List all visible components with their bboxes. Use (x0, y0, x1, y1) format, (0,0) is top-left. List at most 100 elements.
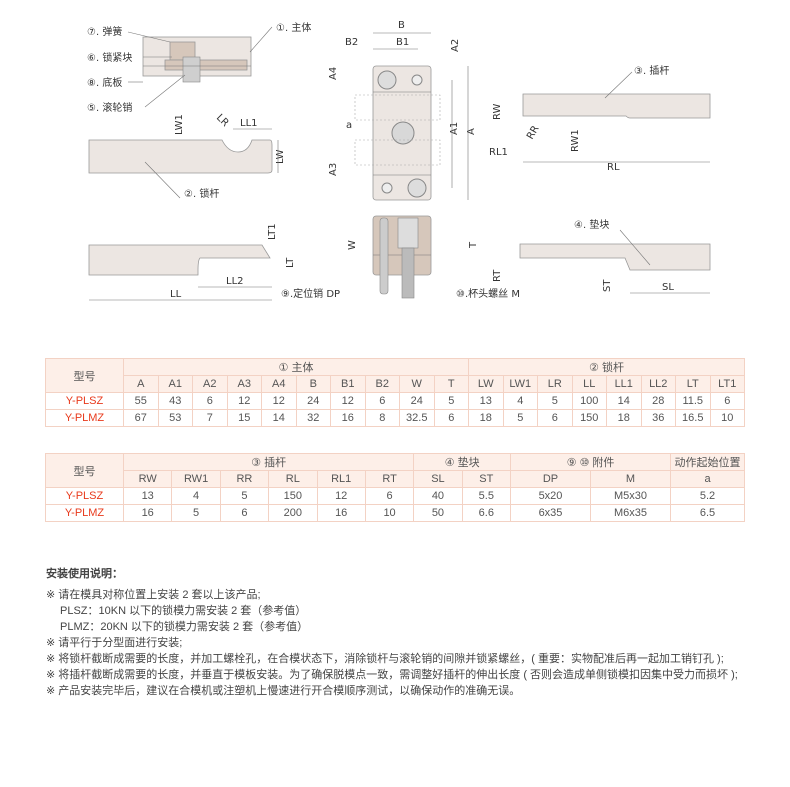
note-line: PLSZ：10KN 以下的锁模力需安装 2 套（参考值） (60, 605, 307, 617)
value-cell: 12 (330, 392, 366, 410)
group-header: ④ 垫块 (413, 453, 511, 471)
column-header: LT (675, 375, 711, 393)
value-cell: 200 (268, 504, 318, 522)
value-cell: 10 (364, 504, 415, 522)
dim-lt: LT (285, 257, 296, 268)
note-line: ※ 请平行于分型面进行安装; (46, 637, 183, 649)
column-header: B2 (364, 375, 400, 393)
value-cell: 5 (171, 504, 221, 522)
dim-lw: LW (275, 149, 286, 164)
value-cell: 6 (433, 409, 469, 427)
column-header: B1 (330, 375, 366, 393)
value-cell: 16 (330, 409, 366, 427)
dim-ll1: LL1 (240, 118, 258, 129)
value-cell: 32.5 (399, 409, 435, 427)
column-header: ST (461, 470, 512, 488)
column-header: A2 (192, 375, 228, 393)
label-spring: ⑦. 弹簧 (87, 25, 122, 38)
value-cell: 6x35 (510, 504, 591, 522)
value-cell: 4 (502, 392, 538, 410)
value-cell: 12 (316, 487, 366, 505)
note-line: ※ 将锁杆截断成需要的长度，并加工螺栓孔，在合模状态下，消除锁杆与滚轮销的间隙并… (46, 653, 724, 665)
column-header: SL (413, 470, 463, 488)
dim-lt1: LT1 (267, 223, 278, 240)
value-cell: 150 (571, 409, 607, 427)
group-header: ② 锁杆 (468, 358, 745, 376)
column-header: DP (510, 470, 591, 488)
value-cell: 12 (226, 392, 262, 410)
value-cell: 11.5 (675, 392, 711, 410)
value-cell: 5 (502, 409, 538, 427)
label-roller: ⑤. 滚轮销 (87, 101, 132, 114)
column-header: RW (122, 470, 173, 488)
dim-a: a (346, 120, 352, 131)
dim-a4: A4 (328, 67, 339, 80)
dim-b2: B2 (345, 37, 358, 48)
column-header: RT (364, 470, 415, 488)
dim-rl1: RL1 (489, 147, 508, 158)
model-cell: Y-PLSZ (45, 487, 124, 505)
column-header: LL1 (606, 375, 642, 393)
column-header: a (670, 470, 745, 488)
column-header: RL1 (316, 470, 366, 488)
column-header: A (123, 375, 159, 393)
column-header: A4 (261, 375, 297, 393)
value-cell: 6 (364, 392, 400, 410)
value-cell: 100 (571, 392, 607, 410)
model-cell: Y-PLSZ (45, 392, 124, 410)
label-base: ⑧. 底板 (87, 76, 122, 89)
column-header: A3 (226, 375, 262, 393)
dim-rw1: RW1 (570, 129, 581, 152)
dim-lr: LR (214, 112, 231, 129)
value-cell: 16.5 (675, 409, 711, 427)
body-front-view (354, 65, 441, 201)
value-cell: 5x20 (510, 487, 591, 505)
model-cell: Y-PLMZ (45, 409, 124, 427)
dim-a-total: A (466, 128, 477, 135)
value-cell: 10 (709, 409, 745, 427)
group-header: ① 主体 (123, 358, 469, 376)
value-cell: 13 (122, 487, 173, 505)
dim-a1: A1 (449, 122, 460, 135)
value-cell: 6 (709, 392, 745, 410)
value-cell: 5.2 (670, 487, 745, 505)
label-screw: ⑩.杯头螺丝 M (456, 287, 520, 300)
dim-st: ST (602, 279, 613, 292)
value-cell: 28 (640, 392, 676, 410)
value-cell: 6.6 (461, 504, 512, 522)
notes-title: 安装使用说明： (46, 568, 123, 580)
column-header: LL (571, 375, 607, 393)
column-header: RL (268, 470, 318, 488)
value-cell: 32 (295, 409, 331, 427)
value-cell: 6 (537, 409, 573, 427)
value-cell: 24 (295, 392, 331, 410)
group-header: ③ 插杆 (122, 453, 415, 471)
assembly-view (142, 36, 252, 83)
value-cell: 40 (413, 487, 463, 505)
dim-sl: SL (662, 282, 674, 293)
value-cell: 12 (261, 392, 297, 410)
model-header: 型号 (45, 358, 124, 393)
value-cell: 5 (219, 487, 270, 505)
note-line: PLMZ：20KN 以下的锁模力需安装 2 套（参考值） (60, 621, 309, 633)
column-header: T (433, 375, 469, 393)
model-cell: Y-PLMZ (45, 504, 124, 522)
group-header: 动作起始位置 (670, 453, 745, 471)
column-header: A1 (157, 375, 193, 393)
value-cell: 18 (468, 409, 504, 427)
value-cell: 5 (433, 392, 469, 410)
dim-rt: RT (492, 269, 503, 282)
label-pad: ④. 垫块 (574, 218, 609, 231)
value-cell: 24 (399, 392, 435, 410)
dim-a2: A2 (450, 39, 461, 52)
dim-a3: A3 (328, 163, 339, 176)
dim-b: B (398, 20, 405, 31)
body-side-view (372, 215, 432, 299)
value-cell: 5 (537, 392, 573, 410)
label-body: ①. 主体 (276, 22, 311, 34)
